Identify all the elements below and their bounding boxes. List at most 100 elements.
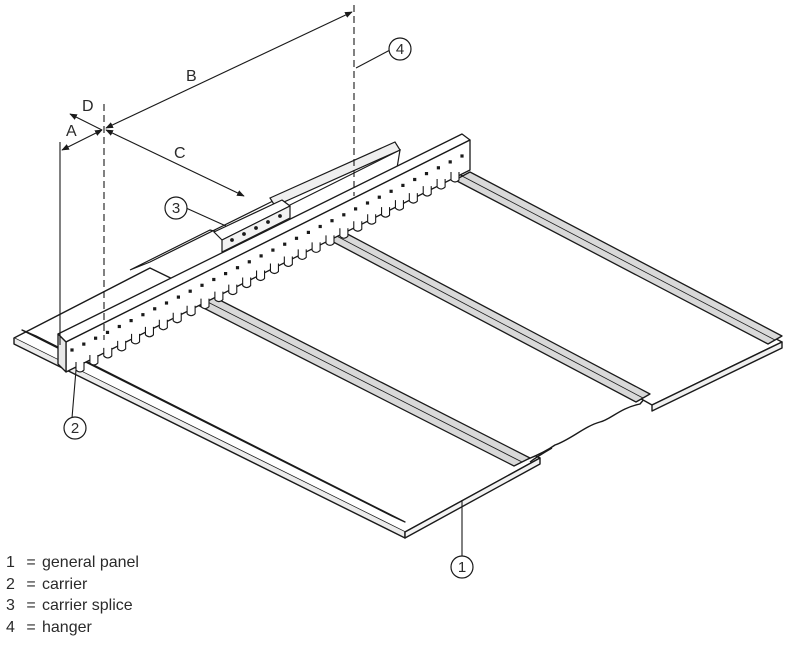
legend-text: carrier splice xyxy=(42,597,133,614)
callout-1-label: 1 xyxy=(458,559,466,576)
carrier-hole xyxy=(70,348,74,352)
carrier-hole xyxy=(212,277,216,282)
carrier-holes xyxy=(70,154,464,352)
carrier-clips xyxy=(75,172,460,373)
hanger-clip xyxy=(367,214,377,225)
legend-equals: = xyxy=(26,554,36,571)
carrier-hole xyxy=(117,324,121,329)
hanger-clip xyxy=(103,347,113,359)
carrier-hole xyxy=(401,183,405,187)
dim-label-a: A xyxy=(66,123,77,140)
hanger-clip xyxy=(436,179,446,190)
callout-3-circle xyxy=(164,196,188,220)
hanger-clip xyxy=(214,291,224,303)
legend-number: 3 xyxy=(6,597,15,614)
legend-number: 1 xyxy=(6,554,15,571)
legend-number: 4 xyxy=(6,618,15,636)
dim-d-line xyxy=(69,113,103,131)
carrier-hole xyxy=(342,213,346,217)
carrier-hole xyxy=(235,266,240,270)
hanger-clip xyxy=(325,235,335,246)
legend-equals: = xyxy=(26,575,36,593)
carrier-hole xyxy=(318,224,322,229)
carrier-hole xyxy=(129,319,133,323)
dimension-lines xyxy=(59,5,463,556)
legend-item: 3 = carrier splice xyxy=(6,595,139,617)
panel-rails xyxy=(21,171,783,523)
carrier-hole xyxy=(176,295,180,299)
carrier-hole xyxy=(460,154,464,158)
legend-equals: = xyxy=(26,597,36,614)
carrier-hole xyxy=(294,236,299,240)
carrier-hole xyxy=(413,177,417,182)
legend-item: 1 = general panel xyxy=(6,552,139,574)
callout-2-circle xyxy=(63,416,87,440)
hanger-clip xyxy=(408,193,418,204)
carrier-splice xyxy=(213,199,291,253)
callout-4-circle xyxy=(388,37,412,61)
callouts xyxy=(63,37,474,579)
carrier-hole xyxy=(141,313,145,317)
hanger-clip xyxy=(228,284,238,296)
carrier-hole xyxy=(448,160,452,164)
carrier-hole xyxy=(389,189,393,193)
leader-3 xyxy=(185,207,227,227)
carrier-hole xyxy=(164,301,169,305)
legend-item: 4 = hanger xyxy=(6,617,139,639)
hanger-clip xyxy=(186,305,196,317)
legend-text: hanger xyxy=(42,618,92,636)
legend: 1 = general panel 2 = carrier 3 = carrier spli… xyxy=(6,552,139,638)
carrier-hole xyxy=(283,242,287,246)
legend-item: 2 = carrier xyxy=(6,574,139,596)
callout-1-circle xyxy=(450,555,474,579)
hanger-clip xyxy=(339,228,349,239)
carrier-hole xyxy=(105,330,110,334)
dim-c-line xyxy=(105,129,245,197)
carrier-hole xyxy=(306,230,310,234)
leader-4 xyxy=(355,49,391,69)
hanger-clip xyxy=(283,256,293,267)
dim-b-line xyxy=(105,11,353,129)
hanger-clip xyxy=(381,207,391,218)
hanger-clip xyxy=(394,200,404,211)
carrier-hole xyxy=(224,272,228,276)
carrier-hole xyxy=(153,307,157,311)
callout-3-label: 3 xyxy=(172,200,180,217)
hanger-clip xyxy=(144,326,154,338)
general-panels xyxy=(13,171,783,539)
carrier-hole xyxy=(365,201,370,205)
hanger-clip xyxy=(131,333,141,345)
hanger-clip xyxy=(89,354,99,366)
carrier-hole xyxy=(271,248,275,252)
legend-number: 2 xyxy=(6,575,15,593)
hanger-clip xyxy=(172,312,182,324)
carrier-hole xyxy=(424,172,429,176)
dim-a-line xyxy=(61,129,103,151)
carrier-hole xyxy=(188,289,192,293)
hanger-clip xyxy=(311,242,321,253)
carrier-hole xyxy=(82,342,86,346)
hanger-clip xyxy=(297,249,307,260)
carrier-hole xyxy=(330,219,334,223)
leader-2 xyxy=(71,369,77,419)
legend-equals: = xyxy=(26,618,36,636)
hanger-clip xyxy=(242,277,252,289)
carrier-hole xyxy=(259,254,263,258)
dim-label-d: D xyxy=(82,98,94,115)
hanger-clip xyxy=(200,298,210,310)
hanger-clip xyxy=(450,172,460,183)
hanger-clip xyxy=(256,270,266,282)
carrier-hole xyxy=(200,283,204,287)
legend-text: general panel xyxy=(42,554,139,571)
middle-panel xyxy=(177,213,646,460)
hanger-clip xyxy=(269,263,279,275)
hanger-clip xyxy=(75,362,85,373)
hanger-clip xyxy=(422,186,432,197)
carrier-hole xyxy=(94,336,98,340)
callout-2-label: 2 xyxy=(71,420,79,437)
carrier-hole xyxy=(436,166,440,170)
dim-label-b: B xyxy=(186,68,197,85)
legend-text: carrier xyxy=(42,575,88,593)
